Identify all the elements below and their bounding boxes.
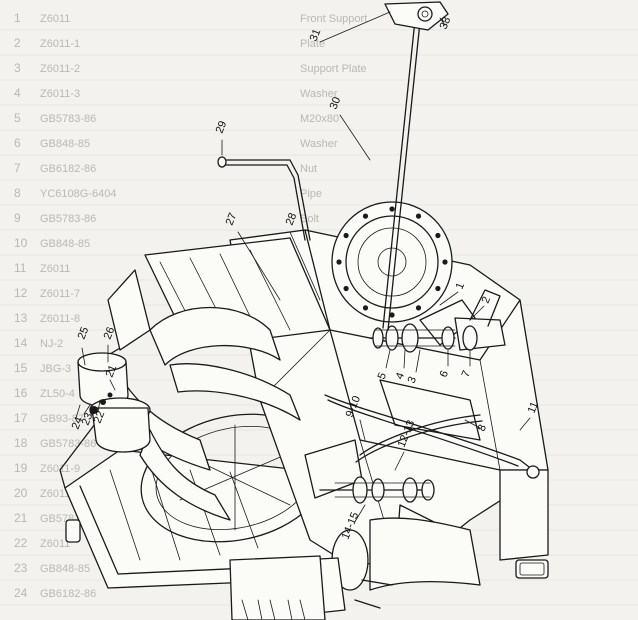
- ghost-table-cell: Nut: [300, 163, 317, 175]
- ghost-table-cell: Z6011-7: [40, 288, 80, 300]
- ghost-table-cell: Z6011: [40, 538, 70, 550]
- ghost-table-cell: GB6182-86: [40, 163, 96, 175]
- ghost-table-cell: 7: [14, 161, 21, 175]
- ghost-table-cell: Z6011-8: [40, 313, 80, 325]
- ghost-table-cell: 1: [14, 11, 21, 25]
- ghost-table-cell: GB5783-86: [40, 438, 96, 450]
- callout-label-30: 30: [328, 95, 344, 111]
- ghost-table-cell: GB93-87: [40, 413, 84, 425]
- flange-bolt-hole: [389, 312, 395, 318]
- flange-bolt-hole: [343, 232, 349, 239]
- ghost-table-cell: 8: [14, 186, 21, 200]
- ghost-table-cell: GB848-85: [40, 563, 90, 575]
- ghost-table-cell: 17: [14, 411, 28, 425]
- callout-label-31: 31: [308, 27, 324, 43]
- callout-label-24: 24: [70, 415, 86, 431]
- callout-label-8: 8: [476, 423, 489, 433]
- ghost-table-cell: 18: [14, 436, 28, 450]
- ghost-table-cell: Front Support: [300, 13, 367, 25]
- engine-drawing: [59, 1, 549, 620]
- callout-label-28: 28: [284, 211, 300, 227]
- callout-label-1: 1: [454, 281, 467, 291]
- flange-bolt-hole: [415, 305, 422, 311]
- ghost-table-cell: GB5783-86: [40, 213, 96, 225]
- callout-label-22: 22: [92, 409, 108, 425]
- ghost-table-cell: 12: [14, 286, 28, 300]
- ghost-table-cell: GB6182-86: [40, 588, 96, 600]
- flange-bolt-hole: [336, 259, 342, 265]
- ghost-table-cell: Z6011-2: [40, 63, 80, 75]
- callout-label-38: 38: [438, 15, 454, 31]
- control-cables: [217, 19, 540, 479]
- ghost-table-cell: Z6011: [40, 13, 70, 25]
- callout-label-11: 11: [526, 400, 541, 415]
- ghost-table-cell: Z6011-3: [40, 88, 80, 100]
- ghost-table-cell: Bolt: [300, 213, 319, 225]
- callout-label-5: 5: [376, 371, 389, 381]
- callout-label-7: 7: [460, 369, 473, 379]
- ghost-table-cell: 21: [14, 511, 28, 525]
- callout-label-29: 29: [214, 119, 230, 135]
- flywheel-housing: [331, 201, 453, 323]
- flange-bolt-hole: [435, 285, 441, 292]
- ghost-table-cell: 23: [14, 561, 28, 575]
- flange-bolt-hole: [343, 285, 349, 292]
- flange-bolt-hole: [362, 213, 369, 219]
- callout-label-3: 3: [406, 375, 419, 385]
- ghost-table-cell: Plate: [300, 38, 325, 50]
- flange-bolt-hole: [362, 305, 369, 311]
- ghost-table-cell: 14: [14, 336, 28, 350]
- ghost-table-cell: JBG-3: [40, 363, 71, 375]
- oil-pan: [499, 469, 549, 579]
- ghost-table-cell: GB848-85: [40, 238, 90, 250]
- ghost-table-cell: 19: [14, 461, 28, 475]
- ghost-table-cell: Z6011-1: [40, 38, 80, 50]
- ghost-table-cell: 11: [14, 261, 27, 275]
- callout-label-2: 2: [480, 295, 493, 305]
- flange-bolt-hole: [415, 213, 422, 219]
- ghost-table-cell: NJ-2: [40, 338, 63, 350]
- callout-label-25: 25: [76, 325, 92, 341]
- ghost-table-cell: Pipe: [300, 188, 322, 200]
- throttle-assembly: [384, 1, 449, 31]
- ghost-table-cell: 13: [14, 311, 28, 325]
- ghost-table-cell: ZL50-4: [40, 388, 75, 400]
- ghost-table-cell: 16: [14, 386, 28, 400]
- lower-box: [229, 555, 326, 620]
- front-support: [369, 289, 506, 353]
- ghost-table-cell: Support Plate: [300, 63, 367, 75]
- callout-label-6: 6: [438, 369, 451, 379]
- ghost-table-cell: 10: [14, 236, 28, 250]
- ghost-table-cell: 5: [14, 111, 21, 125]
- ghost-table-cell: 2: [14, 36, 21, 50]
- flange-bolt-hole: [442, 259, 448, 265]
- ghost-table-cell: 4: [14, 86, 21, 100]
- ghost-table-cell: 6: [14, 136, 21, 150]
- callout-label-21: 21: [104, 363, 120, 379]
- ghost-table-cell: 24: [14, 586, 28, 600]
- callout-label-4: 4: [394, 371, 407, 381]
- ghost-table-cell: YC6108G-6404: [40, 188, 116, 200]
- ghost-table-cell: Washer: [300, 88, 338, 100]
- ghost-table-cell: GB5783-86: [40, 113, 96, 125]
- flange-bolt-hole: [389, 206, 395, 212]
- ghost-table-cell: Washer: [300, 138, 338, 150]
- ghost-table-cell: M20x80: [300, 113, 339, 125]
- ghost-table-cell: 20: [14, 486, 28, 500]
- small-fittings: [90, 392, 113, 414]
- ghost-table-cell: 15: [14, 361, 28, 375]
- air-cleaner: [77, 352, 151, 453]
- ghost-table-cell: 3: [14, 61, 21, 75]
- callout-label-23: 23: [80, 411, 96, 427]
- ghost-table-cell: 22: [14, 536, 28, 550]
- callout-label-26: 26: [102, 325, 118, 341]
- flange-bolt-hole: [435, 232, 441, 239]
- ghost-table-cell: Z6011: [40, 263, 70, 275]
- ghost-table-cell: 9: [14, 211, 21, 225]
- ghost-table-cell: GB848-85: [40, 138, 90, 150]
- callout-label-27: 27: [224, 211, 240, 227]
